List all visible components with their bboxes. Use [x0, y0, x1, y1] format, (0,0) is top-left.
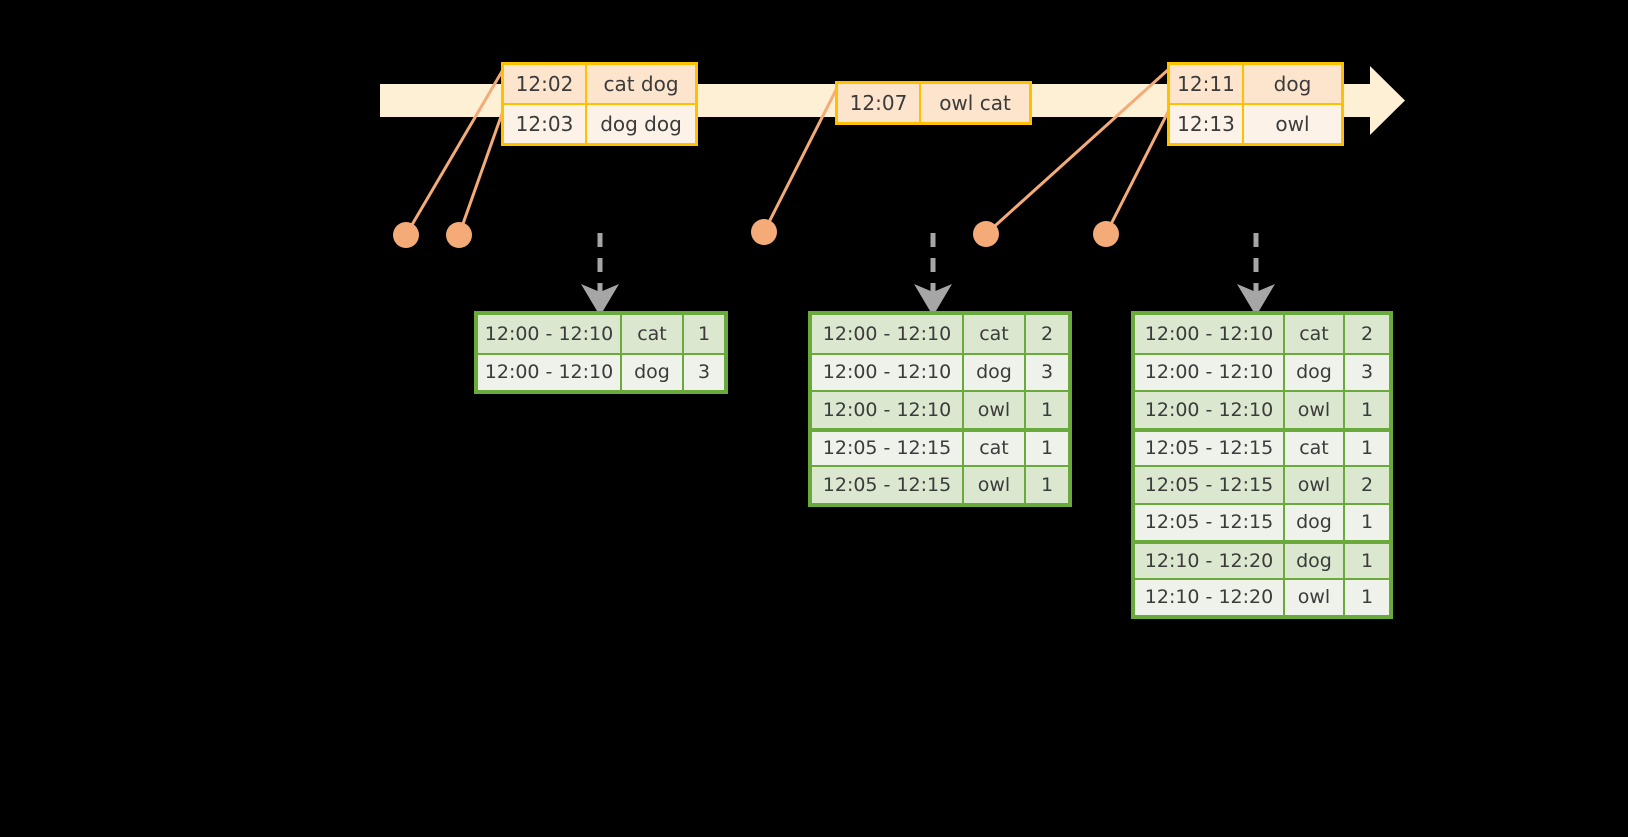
table-row[interactable]: 12:00 - 12:10 cat 1: [478, 315, 724, 353]
cell-window: 12:00 - 12:10: [1135, 354, 1283, 390]
cell-key: dog: [1283, 354, 1343, 390]
cell-count: 3: [1024, 354, 1068, 390]
event-row[interactable]: 12:07 owl cat: [838, 84, 1029, 122]
cell-key: owl: [1283, 467, 1343, 503]
event-time: 12:11: [1170, 65, 1244, 103]
right-arrow-icon: [1370, 66, 1405, 135]
cell-count: 1: [682, 315, 724, 353]
event-box-group-2[interactable]: 12:07 owl cat: [835, 81, 1032, 125]
table-row[interactable]: 12:00 - 12:10 owl 1: [812, 390, 1068, 428]
cell-key: cat: [620, 315, 682, 353]
cell-count: 2: [1343, 315, 1389, 353]
cell-count: 1: [1024, 392, 1068, 428]
cell-window: 12:00 - 12:10: [812, 354, 962, 390]
event-value: owl cat: [939, 91, 1011, 115]
cell-window: 12:00 - 12:10: [478, 354, 620, 390]
cell-count: 1: [1343, 504, 1389, 540]
cell-window: 12:05 - 12:15: [1135, 504, 1283, 540]
cell-key: cat: [962, 315, 1024, 353]
table-row[interactable]: 12:00 - 12:10 owl 1: [1135, 390, 1389, 428]
cell-count: 2: [1343, 467, 1389, 503]
cell-count: 3: [682, 354, 724, 390]
cell-key: cat: [962, 431, 1024, 465]
result-table-3[interactable]: 12:00 - 12:10 cat 2 12:00 - 12:10 dog 3 …: [1131, 311, 1393, 619]
cell-window: 12:05 - 12:15: [812, 431, 962, 465]
event-time: 12:13: [1170, 105, 1244, 143]
table-row[interactable]: 12:05 - 12:15 owl 2: [1135, 465, 1389, 503]
cell-key: cat: [1283, 315, 1343, 353]
event-row[interactable]: 12:02 cat dog: [504, 65, 695, 103]
event-value: dog: [1273, 72, 1312, 96]
cell-window: 12:00 - 12:10: [1135, 315, 1283, 353]
cell-key: owl: [962, 467, 1024, 503]
table-row[interactable]: 12:10 - 12:20 owl 1: [1135, 577, 1389, 615]
dot-12-03: [446, 222, 472, 248]
cell-count: 1: [1024, 431, 1068, 465]
table-row[interactable]: 12:05 - 12:15 dog 1: [1135, 502, 1389, 540]
cell-count: 1: [1343, 431, 1389, 465]
dot-12-11: [973, 221, 999, 247]
table-row[interactable]: 12:05 - 12:15 owl 1: [812, 465, 1068, 503]
table-row[interactable]: 12:00 - 12:10 dog 3: [1135, 352, 1389, 390]
event-value: cat dog: [603, 72, 679, 96]
cell-key: owl: [1283, 579, 1343, 615]
table-row[interactable]: 12:00 - 12:10 dog 3: [812, 352, 1068, 390]
event-box-group-1[interactable]: 12:02 cat dog 12:03 dog dog: [501, 62, 698, 146]
cell-key: cat: [1283, 431, 1343, 465]
result-table-2[interactable]: 12:00 - 12:10 cat 2 12:00 - 12:10 dog 3 …: [808, 311, 1072, 507]
cell-count: 2: [1024, 315, 1068, 353]
connector-dots: [393, 219, 1119, 248]
table-row[interactable]: 12:00 - 12:10 cat 2: [812, 315, 1068, 353]
cell-key: dog: [1283, 544, 1343, 578]
cell-window: 12:00 - 12:10: [478, 315, 620, 353]
cell-window: 12:00 - 12:10: [1135, 392, 1283, 428]
table-row[interactable]: 12:00 - 12:10 cat 2: [1135, 315, 1389, 353]
result-table-1[interactable]: 12:00 - 12:10 cat 1 12:00 - 12:10 dog 3: [474, 311, 728, 394]
event-row[interactable]: 12:13 owl: [1170, 103, 1341, 143]
event-box-group-3[interactable]: 12:11 dog 12:13 owl: [1167, 62, 1344, 146]
cell-key: dog: [962, 354, 1024, 390]
cell-count: 3: [1343, 354, 1389, 390]
event-value: dog dog: [600, 112, 682, 136]
event-time: 12:07: [838, 84, 921, 122]
emit-arrows: [581, 233, 1275, 316]
event-row[interactable]: 12:11 dog: [1170, 65, 1341, 103]
cell-window: 12:00 - 12:10: [812, 315, 962, 353]
event-value: owl: [1275, 112, 1310, 136]
cell-count: 1: [1024, 467, 1068, 503]
cell-count: 1: [1343, 392, 1389, 428]
dot-12-07: [751, 219, 777, 245]
cell-key: dog: [620, 354, 682, 390]
event-row[interactable]: 12:03 dog dog: [504, 103, 695, 143]
cell-window: 12:10 - 12:20: [1135, 579, 1283, 615]
table-row[interactable]: 12:05 - 12:15 cat 1: [812, 427, 1068, 465]
cell-window: 12:10 - 12:20: [1135, 544, 1283, 578]
cell-key: owl: [962, 392, 1024, 428]
cell-window: 12:05 - 12:15: [1135, 431, 1283, 465]
cell-window: 12:00 - 12:10: [812, 392, 962, 428]
cell-window: 12:05 - 12:15: [1135, 467, 1283, 503]
event-time: 12:03: [504, 105, 587, 143]
cell-count: 1: [1343, 579, 1389, 615]
table-row[interactable]: 12:00 - 12:10 dog 3: [478, 352, 724, 390]
cell-count: 1: [1343, 544, 1389, 578]
dot-12-13: [1093, 221, 1119, 247]
cell-key: owl: [1283, 392, 1343, 428]
cell-key: dog: [1283, 504, 1343, 540]
cell-window: 12:05 - 12:15: [812, 467, 962, 503]
table-row[interactable]: 12:10 - 12:20 dog 1: [1135, 540, 1389, 578]
dot-12-02: [393, 222, 419, 248]
table-row[interactable]: 12:05 - 12:15 cat 1: [1135, 427, 1389, 465]
event-time: 12:02: [504, 65, 587, 103]
